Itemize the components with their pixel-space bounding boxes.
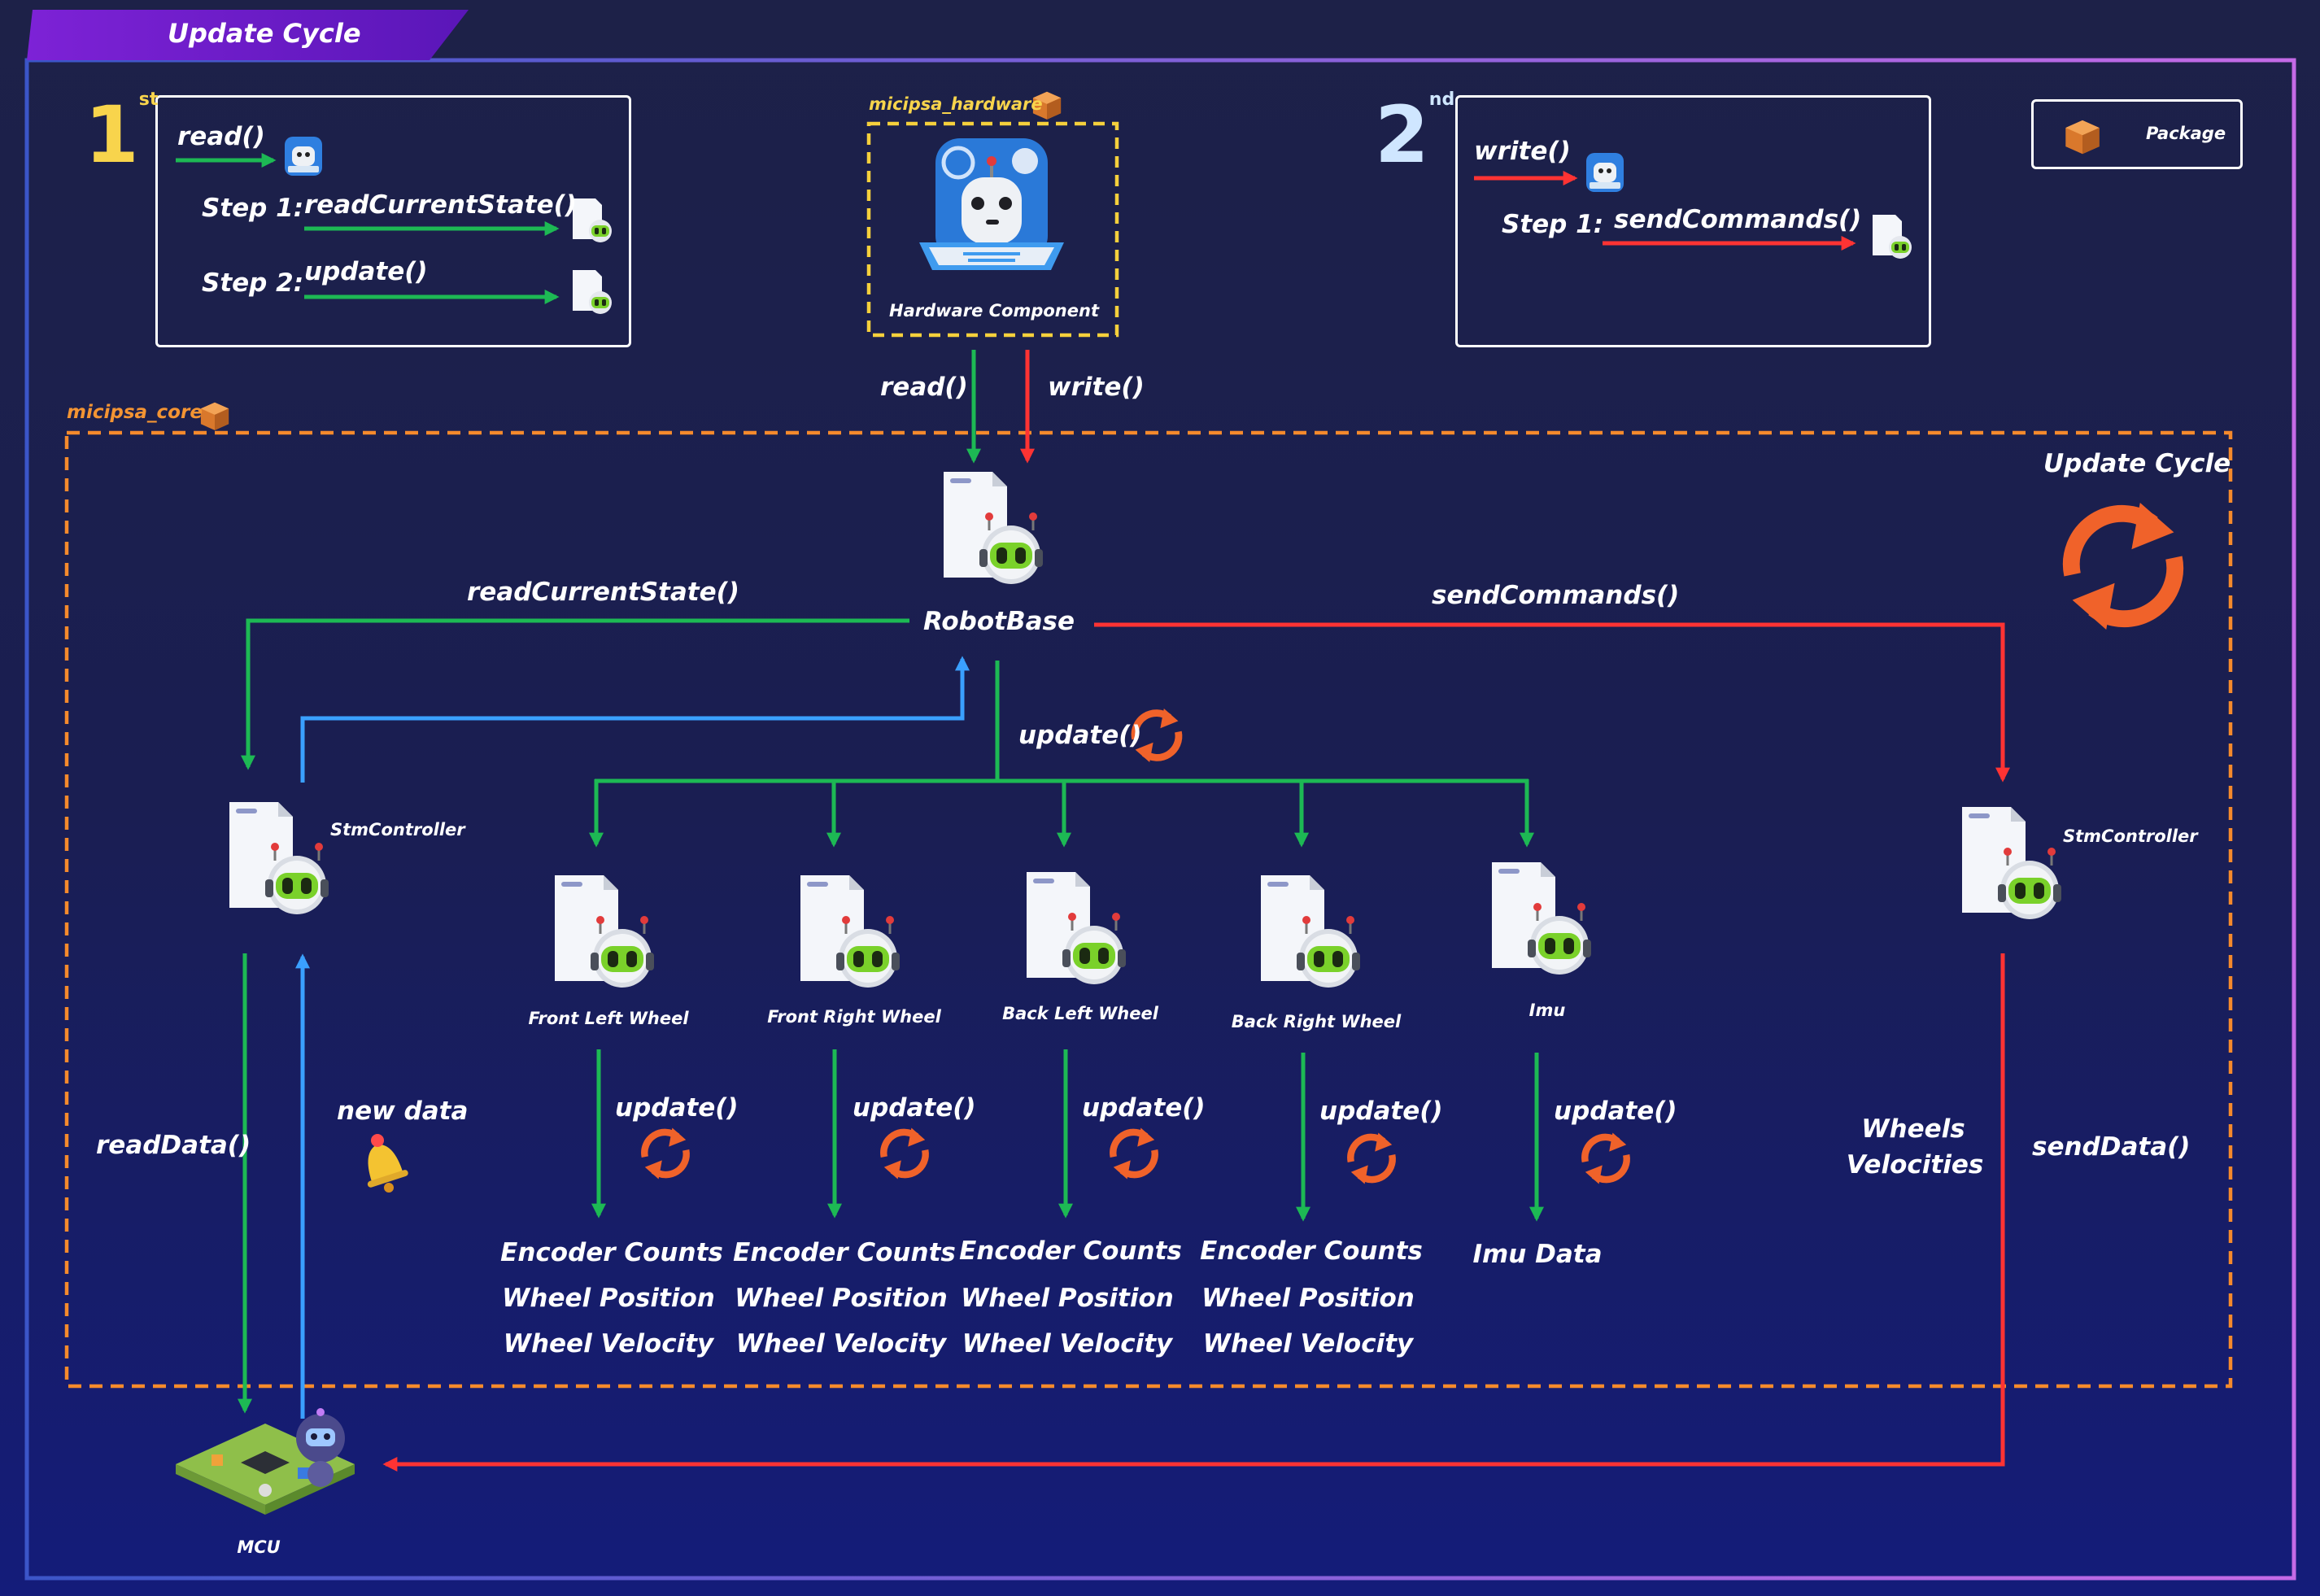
page-title: Update Cycle [168,18,361,49]
component-output: Wheel Velocity [1202,1329,1414,1358]
stm-controller-right-icon [1960,805,2063,921]
robot-base-label: RobotBase [923,607,1075,636]
front-right-wheel-icon [799,874,901,989]
component-name: Front Right Wheel [767,1007,941,1027]
component-name: Front Left Wheel [528,1009,689,1028]
component-update-label: update() [1319,1097,1443,1126]
send-commands-arrow [1094,622,2010,783]
cycle-arrows-icon [2071,503,2174,630]
front-left-wheel-icon [553,874,656,989]
legend-read-step2-label: Step 2: [202,268,304,298]
legend-read-step1-call: readCurrentState() [304,190,577,220]
legend-read-step1-label: Step 1: [202,194,304,223]
cycle-arrows-icon [644,1128,686,1180]
legend-read-ordinal: 1st [85,89,159,181]
hardware-component-label: Hardware Component [889,301,1099,321]
robot-mascot-icon [919,138,1064,270]
component-output: Wheel Position [735,1284,948,1313]
component-output: Encoder Counts [959,1236,1182,1266]
hardware-read-label: read() [880,373,968,402]
back-left-wheel-icon [1025,870,1127,986]
legend-write-step1-call: sendCommands() [1614,205,1862,234]
new-data-label: new data [337,1097,469,1126]
send-commands-label: sendCommands() [1432,581,1680,610]
component-output: Imu Data [1472,1240,1603,1269]
hardware-package-boundary [866,121,1119,338]
core-package-name: micipsa_core [67,402,203,423]
component-output: Wheel Velocity [962,1329,1173,1358]
legend-write-call: write() [1474,137,1571,166]
component-update-label: update() [615,1093,739,1123]
read-current-state-arrow [241,618,909,770]
component-output: Encoder Counts [733,1238,956,1267]
stm-controller-right-label: StmController [2063,826,2198,846]
legend-read-box [155,95,631,347]
bell-icon [367,1134,408,1193]
imu-icon [1490,861,1593,976]
component-output: Encoder Counts [500,1238,723,1267]
legend-write-step1-label: Step 1: [1502,210,1604,239]
component-output: Encoder Counts [1200,1236,1423,1266]
send-data-arrow [382,953,2005,1472]
state-feedback-arrow [300,656,970,783]
component-output: Wheel Velocity [503,1329,714,1358]
cycle-arrows-icon [883,1128,925,1180]
circuit-board-icon [176,1408,355,1515]
component-name: Back Left Wheel [1002,1004,1158,1023]
component-update-label: update() [853,1093,976,1123]
package-legend-box [2031,99,2243,169]
back-right-wheel-icon [1259,874,1362,989]
read-current-state-label: readCurrentState() [467,578,739,607]
mcu-label: MCU [237,1537,281,1557]
legend-write-ordinal: 2nd [1375,89,1455,181]
component-output: Wheel Velocity [735,1329,947,1358]
package-icon [200,402,229,430]
hardware-write-label: write() [1048,373,1145,402]
component-update-label: update() [1082,1093,1206,1123]
cycle-arrows-icon [1113,1128,1154,1180]
cycle-arrows-icon [1350,1133,1392,1184]
component-update-label: update() [1554,1097,1677,1126]
legend-read-step2-call: update() [304,257,428,286]
wheels-velocities-label-line1: Wheels [1861,1114,1965,1144]
core-cycle-label: Update Cycle [2043,449,2231,478]
component-name: Back Right Wheel [1231,1012,1402,1031]
legend-read-call: read() [177,122,265,151]
robot-base-icon [942,470,1044,586]
stm-controller-left-label: StmController [330,820,465,839]
cycle-arrows-icon [1585,1133,1626,1184]
wheels-velocities-label-line2: Velocities [1846,1150,1984,1180]
core-package-boundary [64,430,2233,1389]
hardware-package-name: micipsa_hardware [869,94,1043,114]
component-name: Imu [1528,1001,1566,1020]
title-tab [27,10,469,60]
robot-base-update-label: update() [1018,721,1142,750]
component-output: Wheel Position [1201,1284,1415,1313]
legend-write-box [1455,95,1931,347]
read-data-label: readData() [96,1131,251,1160]
send-data-label: sendData() [2032,1132,2191,1162]
package-legend-label: Package [2146,124,2226,143]
component-output: Wheel Position [502,1284,715,1313]
component-output: Wheel Position [961,1284,1174,1313]
stm-controller-left-icon [228,800,330,916]
